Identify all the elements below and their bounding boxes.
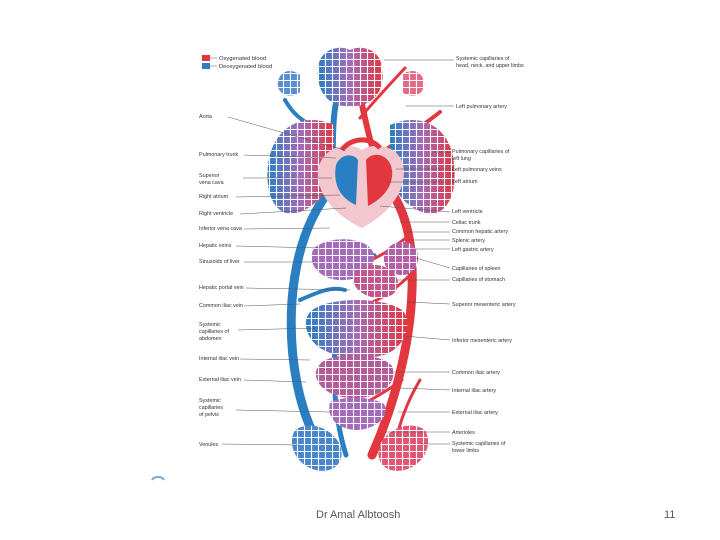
label-superior-vena-cava-line2: vena cava [199,180,224,186]
label-left-pulmonary-artery: Left pulmonary artery [456,104,507,110]
label-external-iliac-artery: External iliac artery [452,410,498,416]
right-labels: Systemic capillaries of head, neck, and … [452,56,524,454]
heart [317,137,404,228]
label-systemic-capillaries-abdomen-line3: abdomen [199,336,221,342]
label-systemic-capillaries-lower-limbs-line2: lower limbs [452,448,479,454]
label-common-iliac-vein: Common iliac vein [199,303,243,309]
label-systemic-capillaries-abdomen-line2: capillaries of [199,329,229,335]
label-inferior-vena-cava: Inferior vena cava [199,226,242,232]
label-superior-vena-cava: Superior [199,173,220,179]
label-systemic-capillaries-lower-limbs: Systemic capillaries of [452,441,506,447]
label-systemic-capillaries-pelvis: Systemic [199,398,221,404]
label-sinusoids-of-liver: Sinusoids of liver [199,259,240,265]
legend-deoxygenated-swatch [202,63,210,69]
label-inferior-mesenteric-artery: Inferior mesenteric artery [452,338,512,344]
page-number: 11 [664,509,676,521]
leader-lines [221,59,454,446]
label-internal-iliac-artery: Internal iliac artery [452,388,496,394]
label-systemic-capillaries-pelvis-line2: capillaries [199,405,223,411]
label-common-hepatic-artery: Common hepatic artery [452,229,508,235]
label-capillaries-of-stomach: Capillaries of stomach [452,277,505,283]
legend: Oxygenated blood Deoxygenated blood [202,55,272,70]
label-common-iliac-artery: Common iliac artery [452,370,500,376]
label-systemic-capillaries-head: Systemic capillaries of [456,56,510,62]
label-left-atrium: Left atrium [452,179,478,185]
label-arterioles: Arterioles [452,430,475,436]
label-pulmonary-capillaries-line2: left lung [452,156,471,162]
label-right-ventricle: Right ventricle [199,211,233,217]
label-systemic-capillaries-pelvis-line3: of pelvis [199,412,219,418]
left-labels: Aorta Pulmonary trunk Superior vena cava… [199,114,244,448]
label-left-ventricle: Left ventricle [452,209,483,215]
label-hepatic-veins: Hepatic veins [199,243,232,249]
label-celiac-trunk: Celiac trunk [452,220,481,226]
label-capillaries-of-spleen: Capillaries of spleen [452,266,501,272]
label-left-gastric-artery: Left gastric artery [452,247,494,253]
label-splenic-artery: Splenic artery [452,238,485,244]
legend-oxygenated-swatch [202,55,210,61]
legend-deoxygenated-label: Deoxygenated blood [219,64,272,70]
legend-oxygenated-label: Oxygenated blood [219,56,266,62]
label-pulmonary-trunk: Pulmonary trunk [199,152,239,158]
label-systemic-capillaries-abdomen: Systemic [199,322,221,328]
label-right-atrium: Right atrium [199,194,229,200]
label-internal-iliac-vein: Internal iliac vein [199,356,239,362]
label-venules: Venules [199,442,218,448]
label-left-pulmonary-veins: Left pulmonary veins [452,167,502,173]
label-pulmonary-capillaries: Pulmonary capillaries of [452,149,510,155]
decorative-mark [151,476,165,481]
label-superior-mesenteric-artery: Superior mesenteric artery [452,302,516,308]
label-hepatic-portal-vein: Hepatic portal vein [199,285,244,291]
label-aorta: Aorta [199,114,212,120]
label-systemic-capillaries-head-line2: head, neck, and upper limbs [456,63,524,69]
footer-author: Dr Amal Albtoosh [316,509,401,521]
capillary-beds [267,47,455,471]
label-external-iliac-vein: External iliac vein [199,377,241,383]
